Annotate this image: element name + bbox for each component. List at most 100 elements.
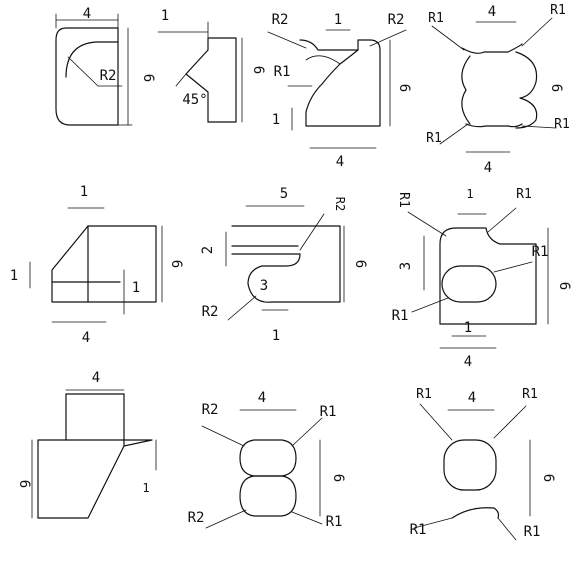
fig7-leader-bl: [411, 297, 449, 313]
fig4-r-tr-label: R1: [550, 3, 566, 18]
fig8-width-label: 4: [92, 370, 100, 386]
fig3-top-scallops: [299, 39, 359, 51]
fig4-leader-bl: [439, 123, 469, 145]
fig3-leader-left: [267, 31, 307, 49]
fig10-r-bl-label: R1: [410, 522, 427, 538]
fig4-height-label: 6: [548, 84, 564, 92]
fig7-leader-tr: [487, 207, 517, 233]
fig8-height-label: 6: [16, 480, 32, 488]
fig7-left-label: 3: [398, 262, 414, 270]
fig4-width-bottom-label: 4: [484, 160, 492, 176]
fig1-radius-leader: [67, 56, 99, 87]
fig7-r-bl-label: R1: [392, 308, 409, 324]
fig2-width-label: 1: [161, 8, 169, 24]
fig1-fillet-arc: [65, 41, 119, 78]
fig9-leader-tl: [201, 425, 245, 447]
fig9-r-bl-label: R2: [188, 510, 205, 526]
fig6-leader-top: [299, 213, 325, 251]
fig7-outline: [439, 227, 537, 325]
fig10-leader-tl: [419, 403, 453, 441]
fig7-r-tr-label: R1: [516, 187, 532, 202]
fig6-width-label: 5: [280, 186, 288, 202]
figure-8-tapered-block: 4 6 1: [16, 370, 157, 519]
fig3-r-right-label: R2: [388, 12, 405, 28]
fig4-bottom-edge: [465, 123, 523, 128]
fig5-width-label: 4: [82, 330, 90, 346]
fig3-top-label: 1: [334, 12, 342, 28]
fig6-bottom-label: 1: [272, 328, 280, 344]
fig2-angle-label: 45°: [182, 92, 207, 108]
fig3-outline: [305, 39, 381, 127]
fig6-radius-label: 3: [260, 278, 268, 294]
fig1-width-label: 4: [83, 6, 91, 22]
fig4-r-br-label: R1: [554, 117, 570, 132]
fig10-leader-bl: [413, 517, 453, 529]
figure-2-chamfer-block: 1 45° 6: [157, 8, 266, 123]
fig6-left-label: 2: [200, 246, 216, 254]
fig1-radius-label: R2: [100, 68, 117, 84]
fig2-outline: [185, 37, 237, 123]
fig1-height-label: 6: [140, 74, 156, 82]
fig10-width-label: 4: [468, 390, 476, 406]
figure-10-slot-profile: R1 4 R1 6 R1 R1: [410, 387, 556, 541]
fig2-angle-leader: [175, 73, 187, 87]
figure-9-stacked-lobes: R2 4 R1 6 R2 R1: [188, 390, 346, 530]
fig10-r-tr-label: R1: [522, 387, 538, 402]
fig9-leader-br: [291, 511, 323, 525]
fig7-leader-tl: [407, 211, 447, 237]
fig6-r-top-label: R2: [333, 197, 347, 211]
figure-1-rounded-block: 4 R2 6: [55, 6, 156, 126]
fig9-height-label: 6: [330, 474, 346, 482]
fig9-upper-lobe: [239, 439, 297, 477]
figure-5-slanted-block: 1 6 1 1 4: [10, 184, 184, 346]
fig10-r-br-label: R1: [524, 524, 541, 540]
fig3-height-label: 6: [396, 84, 412, 92]
fig4-r-bl-label: R1: [426, 131, 442, 146]
fig2-height-label: 6: [250, 66, 266, 74]
figure-6-hook-profile: 5 R2 2 6 3 R2 1: [200, 186, 368, 344]
fig7-r-tl-label: R1: [396, 192, 411, 208]
fig6-outline: [231, 225, 341, 303]
fig4-right-lobes: [515, 51, 538, 129]
fig10-lower-arc: [451, 507, 500, 519]
fig4-left-lobes: [461, 55, 471, 125]
fig4-leader-tr: [521, 17, 553, 47]
fig3-step-label: 1: [272, 112, 280, 128]
fig4-leader-br: [521, 125, 557, 129]
fig5-top-label: 1: [80, 184, 88, 200]
fig4-leader-tl: [431, 25, 465, 51]
fig10-height-label: 6: [540, 474, 556, 482]
fig9-width-label: 4: [258, 390, 266, 406]
fig10-r-tl-label: R1: [416, 387, 432, 402]
fig3-leader-right: [369, 29, 407, 47]
fig5-left-label: 1: [10, 268, 18, 284]
fig1-outline: [55, 27, 119, 126]
figure-7-slotted-profile: R1 1 R1 R1 3 6 R1 1 4: [392, 187, 572, 370]
figure-3-curved-profile: R2 1 R2 R1 6 1 4: [267, 12, 412, 170]
fig9-r-br-label: R1: [326, 514, 343, 530]
fig10-leader-tr: [493, 405, 527, 439]
fig9-leader-tr: [291, 417, 323, 447]
fig9-lower-lobe: [239, 475, 297, 517]
fig3-r-mid-label: R1: [274, 64, 291, 80]
fig3-r-left-label: R2: [272, 12, 289, 28]
fig7-height-label: 6: [556, 282, 572, 290]
fig7-width-label: 4: [464, 354, 472, 370]
fig6-height-label: 6: [352, 260, 368, 268]
fig4-top-edge: [461, 43, 523, 54]
fig7-leader-right: [493, 261, 533, 273]
fig8-outline: [37, 439, 153, 519]
fig3-width-label: 4: [336, 154, 344, 170]
fig4-width-top-label: 4: [488, 4, 496, 20]
fig5-outline: [51, 225, 157, 303]
fig10-leader-br: [497, 517, 517, 541]
fig4-r-tl-label: R1: [428, 11, 444, 26]
fig7-top-label: 1: [466, 187, 473, 201]
fig5-small-label: 1: [132, 280, 140, 296]
fig10-slot: [443, 439, 497, 491]
figure-4-bulged-profile: R1 4 R1 6 R1 R1 4: [426, 3, 570, 176]
fig7-slot: [441, 265, 497, 303]
fig8-small-label: 1: [142, 481, 149, 495]
fig7-inner-label: 1: [464, 320, 472, 336]
